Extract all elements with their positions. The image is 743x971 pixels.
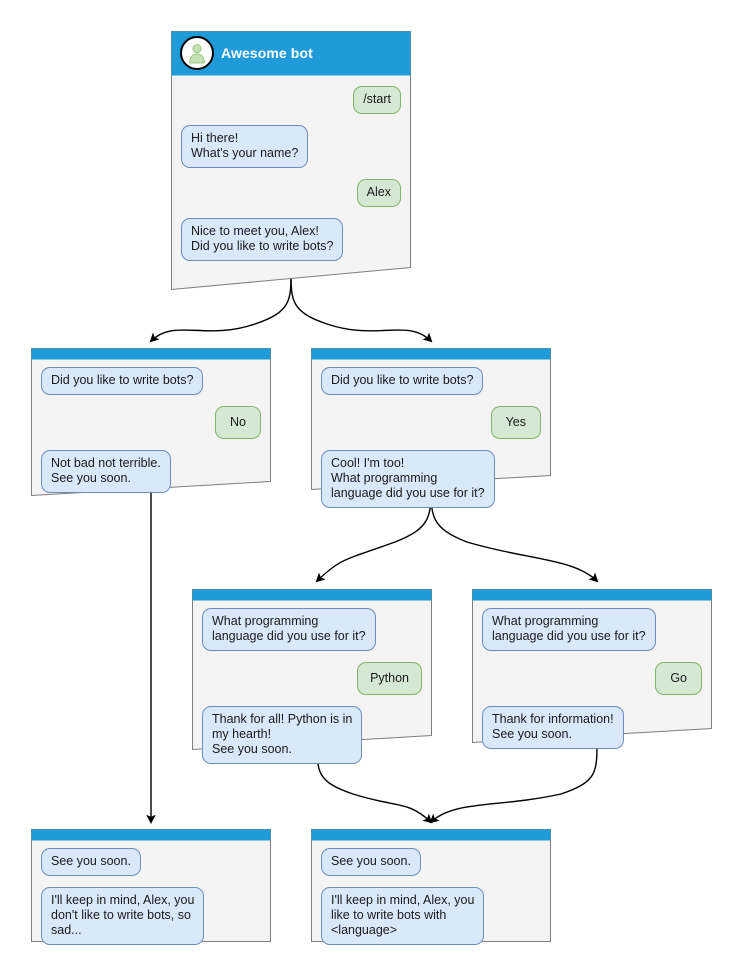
- message-row: /start: [181, 86, 401, 114]
- node-header: [311, 829, 551, 841]
- message-row: No: [41, 406, 261, 439]
- message-row: Did you like to write bots?: [321, 367, 541, 395]
- message-row: I'll keep in mind, Alex, you don't like …: [41, 887, 261, 945]
- message-row: What programming language did you use fo…: [482, 608, 702, 651]
- bot-message-bubble: Did you like to write bots?: [41, 367, 204, 395]
- chat-body-go-branch: What programming language did you use fo…: [472, 601, 712, 759]
- bot-message-bubble: What programming language did you use fo…: [202, 608, 376, 651]
- message-row: Alex: [181, 179, 401, 207]
- message-row: Thank for all! Python is in my hearth! S…: [202, 706, 422, 764]
- node-header: [31, 829, 271, 841]
- bot-message-bubble: See you soon.: [321, 848, 421, 876]
- message-row: Not bad not terrible. See you soon.: [41, 450, 261, 493]
- bot-message-bubble: Hi there! What's your name?: [181, 125, 309, 168]
- chat-body-python-branch: What programming language did you use fo…: [192, 601, 432, 774]
- message-row: What programming language did you use fo…: [202, 608, 422, 651]
- user-message-bubble: /start: [353, 86, 401, 114]
- message-row: Python: [202, 662, 422, 695]
- message-row: Cool! I'm too! What programming language…: [321, 450, 541, 508]
- node-header: [472, 589, 712, 601]
- bot-message-bubble: Thank for all! Python is in my hearth! S…: [202, 706, 363, 764]
- chat-node-go-branch[interactable]: What programming language did you use fo…: [472, 589, 712, 749]
- message-row: Hi there! What's your name?: [181, 125, 401, 168]
- message-row: Nice to meet you, Alex! Did you like to …: [181, 218, 401, 261]
- message-row: See you soon.: [321, 848, 541, 876]
- message-row: Did you like to write bots?: [41, 367, 261, 395]
- bot-message-bubble: Cool! I'm too! What programming language…: [321, 450, 495, 508]
- bot-message-bubble: Did you like to write bots?: [321, 367, 484, 395]
- chat-body-no-branch: Did you like to write bots? No Not bad n…: [31, 360, 271, 503]
- message-row: Yes: [321, 406, 541, 439]
- chat-node-python-branch[interactable]: What programming language did you use fo…: [192, 589, 432, 764]
- bot-message-bubble: What programming language did you use fo…: [482, 608, 656, 651]
- user-message-bubble: Yes: [490, 406, 541, 439]
- bot-message-bubble: Thank for information! See you soon.: [482, 706, 624, 749]
- chat-body-end-sad: See you soon. I'll keep in mind, Alex, y…: [31, 841, 271, 955]
- bot-message-bubble: Not bad not terrible. See you soon.: [41, 450, 171, 493]
- chat-node-root[interactable]: Awesome bot /start Hi there! What's your…: [171, 31, 411, 290]
- chat-node-end-sad[interactable]: See you soon. I'll keep in mind, Alex, y…: [31, 829, 271, 945]
- node-title-root: Awesome bot: [221, 45, 313, 61]
- user-message-bubble: No: [215, 406, 261, 439]
- message-row: Thank for information! See you soon.: [482, 706, 702, 749]
- chat-body-end-happy: See you soon. I'll keep in mind, Alex, y…: [311, 841, 551, 955]
- user-message-bubble: Alex: [356, 179, 401, 207]
- bot-message-bubble: I'll keep in mind, Alex, you don't like …: [41, 887, 205, 945]
- node-header: [192, 589, 432, 601]
- bot-message-bubble: I'll keep in mind, Alex, you like to wri…: [321, 887, 485, 945]
- node-header: [311, 348, 551, 360]
- message-row: I'll keep in mind, Alex, you like to wri…: [321, 887, 541, 945]
- chat-body-yes-branch: Did you like to write bots? Yes Cool! I'…: [311, 360, 551, 518]
- person-avatar-icon: [180, 36, 214, 70]
- message-row: Go: [482, 662, 702, 695]
- node-header-root: Awesome bot: [171, 31, 411, 75]
- user-message-bubble: Go: [655, 662, 702, 695]
- bot-message-bubble: Nice to meet you, Alex! Did you like to …: [181, 218, 344, 261]
- chat-node-yes-branch[interactable]: Did you like to write bots? Yes Cool! I'…: [311, 348, 551, 508]
- bot-message-bubble: See you soon.: [41, 848, 141, 876]
- user-message-bubble: Python: [357, 662, 422, 695]
- node-header: [31, 348, 271, 360]
- chat-body-root: /start Hi there! What's your name? Alex …: [171, 75, 411, 271]
- chat-node-no-branch[interactable]: Did you like to write bots? No Not bad n…: [31, 348, 271, 496]
- message-row: See you soon.: [41, 848, 261, 876]
- chat-node-end-happy[interactable]: See you soon. I'll keep in mind, Alex, y…: [311, 829, 551, 945]
